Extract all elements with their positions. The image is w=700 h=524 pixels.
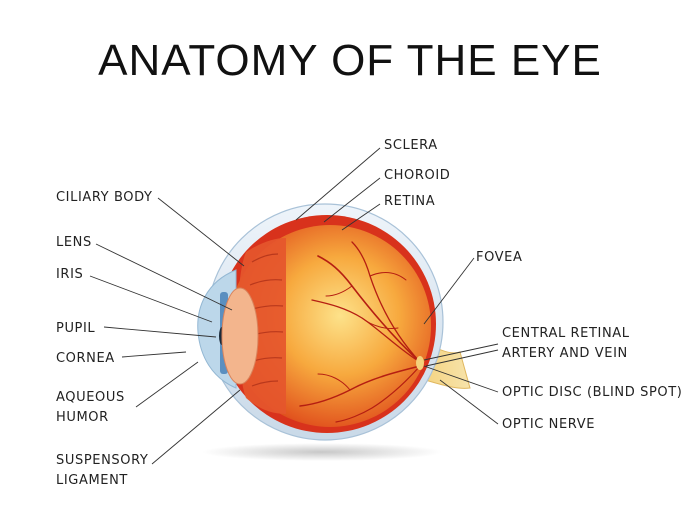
label-aqueous-line2: HUMOR — [56, 410, 109, 425]
label-lens: LENS — [56, 235, 92, 250]
leader-lens — [95, 243, 233, 311]
label-fovea: FOVEA — [476, 250, 523, 265]
eye-shadow — [202, 443, 442, 461]
label-suspensory-line1: SUSPENSORY — [56, 453, 149, 468]
leader-iris — [89, 275, 213, 323]
label-ciliary-body: CILIARY BODY — [56, 190, 153, 205]
label-optic-nerve: OPTIC NERVE — [502, 417, 596, 432]
label-choroid: CHOROID — [384, 168, 451, 183]
label-central-line2: ARTERY AND VEIN — [502, 346, 628, 361]
leader-choroid — [323, 177, 381, 223]
leader-lines — [89, 147, 499, 465]
leader-pupil — [103, 326, 217, 338]
lens-shape — [221, 287, 259, 385]
label-aqueous-line1: AQUEOUS — [56, 390, 125, 405]
label-retina: RETINA — [384, 194, 436, 209]
leader-sclera — [295, 147, 381, 221]
retinal-vessels — [299, 241, 421, 423]
leader-suspensory-ligament — [151, 389, 241, 465]
diagram-title: ANATOMY OF THE EYE — [98, 36, 602, 85]
label-cornea: CORNEA — [56, 351, 115, 366]
leader-fovea — [423, 257, 475, 325]
leader-cornea — [121, 351, 187, 358]
leader-retina — [341, 203, 381, 231]
leader-aqueous-humor — [135, 361, 199, 408]
label-optic-disc: OPTIC DISC (BLIND SPOT) — [502, 385, 683, 400]
leader-optic-disc — [423, 365, 499, 393]
label-suspensory-line2: LIGAMENT — [56, 473, 128, 488]
leader-ciliary-body — [157, 197, 245, 267]
label-central-line1: CENTRAL RETINAL — [502, 326, 630, 341]
optic-disc — [416, 356, 424, 370]
leader-central-retinal-1 — [423, 343, 499, 361]
leader-central-retinal-2 — [425, 349, 499, 367]
label-pupil: PUPIL — [56, 321, 96, 336]
leader-optic-nerve — [439, 379, 499, 425]
label-iris: IRIS — [56, 267, 84, 282]
label-sclera: SCLERA — [384, 138, 438, 153]
